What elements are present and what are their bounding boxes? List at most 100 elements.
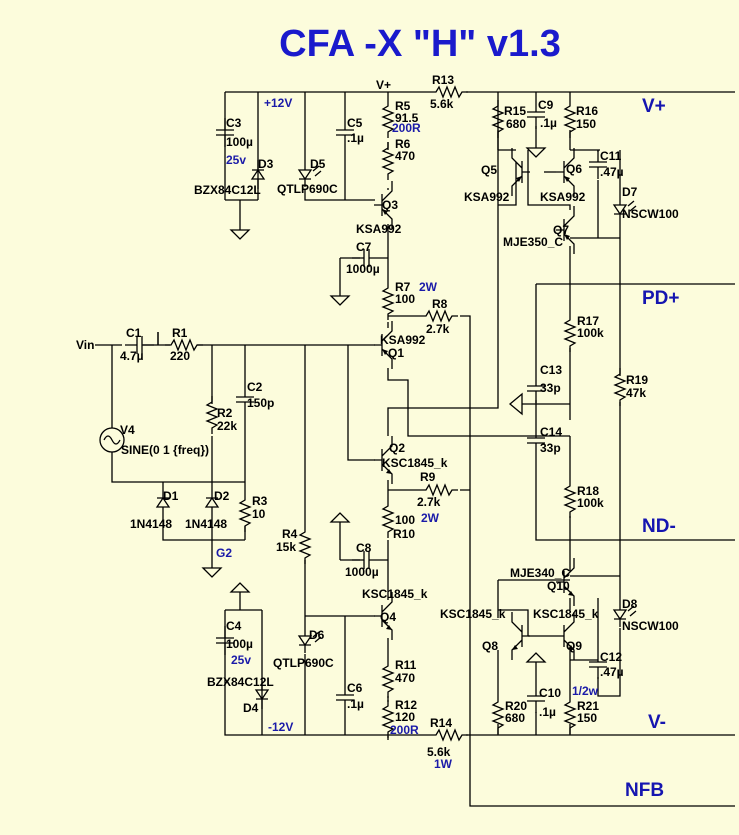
label-q7-value: MJE350_C (503, 235, 563, 249)
label-q6-ref: Q6 (566, 162, 582, 176)
label-c4-ref: C4 (226, 619, 242, 633)
label-r11-ref: R11 (395, 658, 417, 672)
label-c9-value: .1µ (540, 116, 557, 130)
label-r3-ref: R3 (252, 494, 268, 508)
net-label-nfb: NFB (625, 780, 664, 801)
label-r10-ref: R10 (393, 527, 415, 541)
label-d8-ref: D8 (622, 597, 638, 611)
net-label-vplus: V+ (642, 96, 666, 117)
label-r14-value: 5.6k (427, 745, 451, 759)
label-r10-note: 2W (421, 511, 440, 525)
label-r18-ref: R18 (577, 484, 599, 498)
label-d3-value: BZX84C12L (194, 183, 261, 197)
label-d2-value: 1N4148 (185, 517, 227, 531)
label-r14-note: 1W (434, 757, 453, 771)
label-q6-value: KSA992 (540, 190, 586, 204)
label-r11-value: 470 (395, 671, 415, 685)
rail-label-n12: -12V (268, 720, 293, 734)
label-d6-value: QTLP690C (273, 656, 334, 670)
label-c9-ref: C9 (538, 98, 554, 112)
label-r5-note: 200R (392, 121, 421, 135)
label-q8-value: KSC1845_k (440, 607, 506, 621)
label-c6-ref: C6 (347, 681, 363, 695)
label-r19-ref: R19 (626, 373, 648, 387)
schematic-title: CFA -X "H" v1.3 (279, 23, 561, 65)
label-c13-value: 33p (540, 381, 561, 395)
label-r17-value: 100k (577, 326, 604, 340)
label-q7-ref: Q7 (553, 223, 569, 237)
label-c5-value: .1µ (347, 131, 364, 145)
label-v4-value: SINE(0 1 {freq}) (121, 443, 209, 457)
label-c2-ref: C2 (247, 380, 263, 394)
label-c7-ref: C7 (356, 240, 372, 254)
label-r19-value: 47k (626, 386, 646, 400)
label-r7-note: 2W (419, 280, 438, 294)
label-r18-value: 100k (577, 496, 604, 510)
label-r4-value: 15k (276, 540, 296, 554)
label-d8-value: NSCW100 (622, 619, 679, 633)
label-r21-ref: R21 (577, 699, 599, 713)
label-r7-value: 100 (395, 292, 415, 306)
label-c11-value: .47µ (600, 165, 624, 179)
label-d6-ref: D6 (309, 628, 325, 642)
label-d5-value: QTLP690C (277, 182, 338, 196)
rail-label-vplus: V+ (376, 78, 391, 92)
label-r5-value: 91.5 (395, 111, 419, 125)
label-r3-value: 10 (252, 507, 266, 521)
label-r8-ref: R8 (432, 297, 448, 311)
label-q1-value: KSA992 (380, 333, 426, 347)
label-q4-ref: Q4 (380, 610, 396, 624)
label-r12-note: 200R (390, 723, 419, 737)
label-c4-value: 100µ (226, 637, 253, 651)
rail-label-g2: G2 (216, 546, 232, 560)
label-c10-ref: C10 (539, 686, 561, 700)
label-q5-value: KSA992 (464, 190, 510, 204)
label-d4-value: BZX84C12L (207, 675, 274, 689)
label-r21-value: 150 (577, 711, 597, 725)
label-d1-ref: D1 (163, 489, 179, 503)
label-c6-value: .1µ (347, 697, 364, 711)
label-r15-value: 680 (506, 117, 526, 131)
label-r5-ref: R5 (395, 99, 411, 113)
label-r6-ref: R6 (395, 137, 411, 151)
label-c8-ref: C8 (356, 541, 372, 555)
label-r20-value: 680 (505, 711, 525, 725)
label-c3-ref: C3 (226, 116, 242, 130)
label-r2-ref: R2 (217, 406, 233, 420)
label-r1-value: 220 (170, 349, 190, 363)
label-c10-value: .1µ (539, 705, 556, 719)
label-r8-value: 2.7k (426, 322, 450, 336)
label-d5-ref: D5 (310, 157, 326, 171)
label-r16-ref: R16 (576, 104, 598, 118)
label-r12-value: 120 (395, 710, 415, 724)
label-r1-ref: R1 (172, 326, 188, 340)
label-q9-ref: Q9 (566, 639, 582, 653)
label-r16-value: 150 (576, 117, 596, 131)
label-r13-value: 5.6k (430, 97, 454, 111)
label-q3-value: KSA992 (356, 222, 402, 236)
label-r4-ref: R4 (282, 527, 298, 541)
label-q1-ref: Q1 (388, 346, 404, 360)
label-c12-note: 1/2w (572, 684, 599, 698)
label-c3-note: 25v (226, 153, 246, 167)
label-r14-ref: R14 (430, 716, 452, 730)
label-q10-ref: Q10 (547, 579, 570, 593)
label-r20-ref: R20 (505, 699, 527, 713)
rail-label-vin: Vin (76, 338, 94, 352)
label-c12-ref: C12 (600, 650, 622, 664)
label-q10-value: MJE340_C (510, 566, 570, 580)
label-d7-value: NSCW100 (622, 207, 679, 221)
label-c13-ref: C13 (540, 363, 562, 377)
label-c14-value: 33p (540, 441, 561, 455)
label-c11-ref: C11 (600, 149, 622, 163)
wiring (95, 91, 735, 807)
label-r7-ref: R7 (395, 280, 411, 294)
symbols (99, 86, 637, 741)
label-q2-value: KSC1845_k (382, 456, 448, 470)
label-c3-value: 100µ (226, 135, 253, 149)
label-q8-ref: Q8 (482, 639, 498, 653)
label-r9-ref: R9 (420, 470, 436, 484)
label-r12-ref: R12 (395, 698, 417, 712)
label-r17-ref: R17 (577, 314, 599, 328)
